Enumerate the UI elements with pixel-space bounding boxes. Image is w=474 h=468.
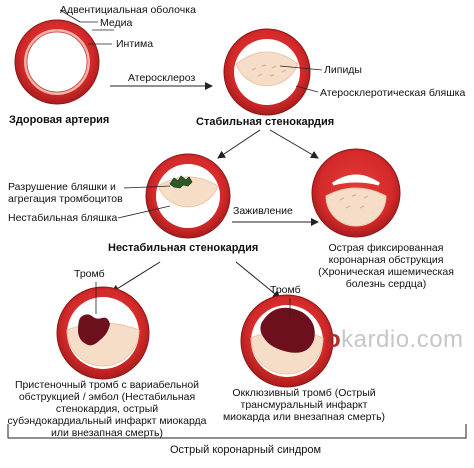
platelet-aggregate-icon	[169, 175, 193, 189]
unstable-artery-leaders	[117, 185, 171, 219]
label-adventitia: Адвентициальная оболочка	[60, 4, 196, 16]
label-plaque: Атеросклеротическая бляшка	[320, 87, 466, 99]
label-thrombus-right: Тромб	[270, 284, 301, 296]
label-plaque-rupture: Разрушение бляшки и агрегация тромбоцито…	[8, 181, 123, 205]
title-unstable-angina: Нестабильная стенокардия	[108, 242, 259, 254]
stable-artery	[223, 28, 311, 116]
branch-arrow-left	[217, 129, 261, 159]
caption-occlusive-thrombus: Окклюзивный тромб (Острый трансмуральный…	[222, 387, 386, 423]
label-healing: Заживление	[233, 205, 293, 217]
title-healthy-artery: Здоровая артерия	[9, 114, 110, 126]
label-unstable-plaque: Нестабильная бляшка	[8, 212, 118, 224]
healthy-artery-leaders	[59, 9, 114, 45]
occlusive-thrombus-icon	[260, 307, 315, 353]
label-thrombus-left: Тромб	[74, 268, 105, 280]
caption-fixed-obstruction: Острая фиксированная коронарная обструкц…	[318, 242, 454, 290]
mural-thrombus-artery	[56, 286, 150, 380]
label-acs: Острый коронарный синдром	[170, 444, 322, 456]
stable-artery-leaders	[279, 65, 323, 93]
title-stable-angina: Стабильная стенокардия	[196, 116, 335, 128]
label-media: Медиа	[100, 17, 133, 29]
thrombus-icon	[78, 314, 110, 346]
label-atherosclerosis: Атеросклероз	[128, 72, 196, 84]
occlusive-thrombus-artery	[240, 294, 334, 388]
branch-arrow-right	[269, 129, 319, 159]
branch-arrow-occlusive	[235, 261, 281, 299]
unstable-artery	[145, 153, 231, 239]
healthy-artery	[14, 19, 100, 105]
acs-bracket	[7, 424, 467, 439]
fixed-obstruction-artery	[311, 148, 401, 238]
label-intima: Интима	[116, 38, 154, 50]
watermark: okardio.com	[326, 326, 464, 353]
branch-arrow-mural	[111, 261, 161, 293]
label-lipids: Липиды	[324, 64, 362, 76]
caption-mural-thrombus: Пристеночный тромб с вариабельной обстру…	[7, 379, 207, 439]
